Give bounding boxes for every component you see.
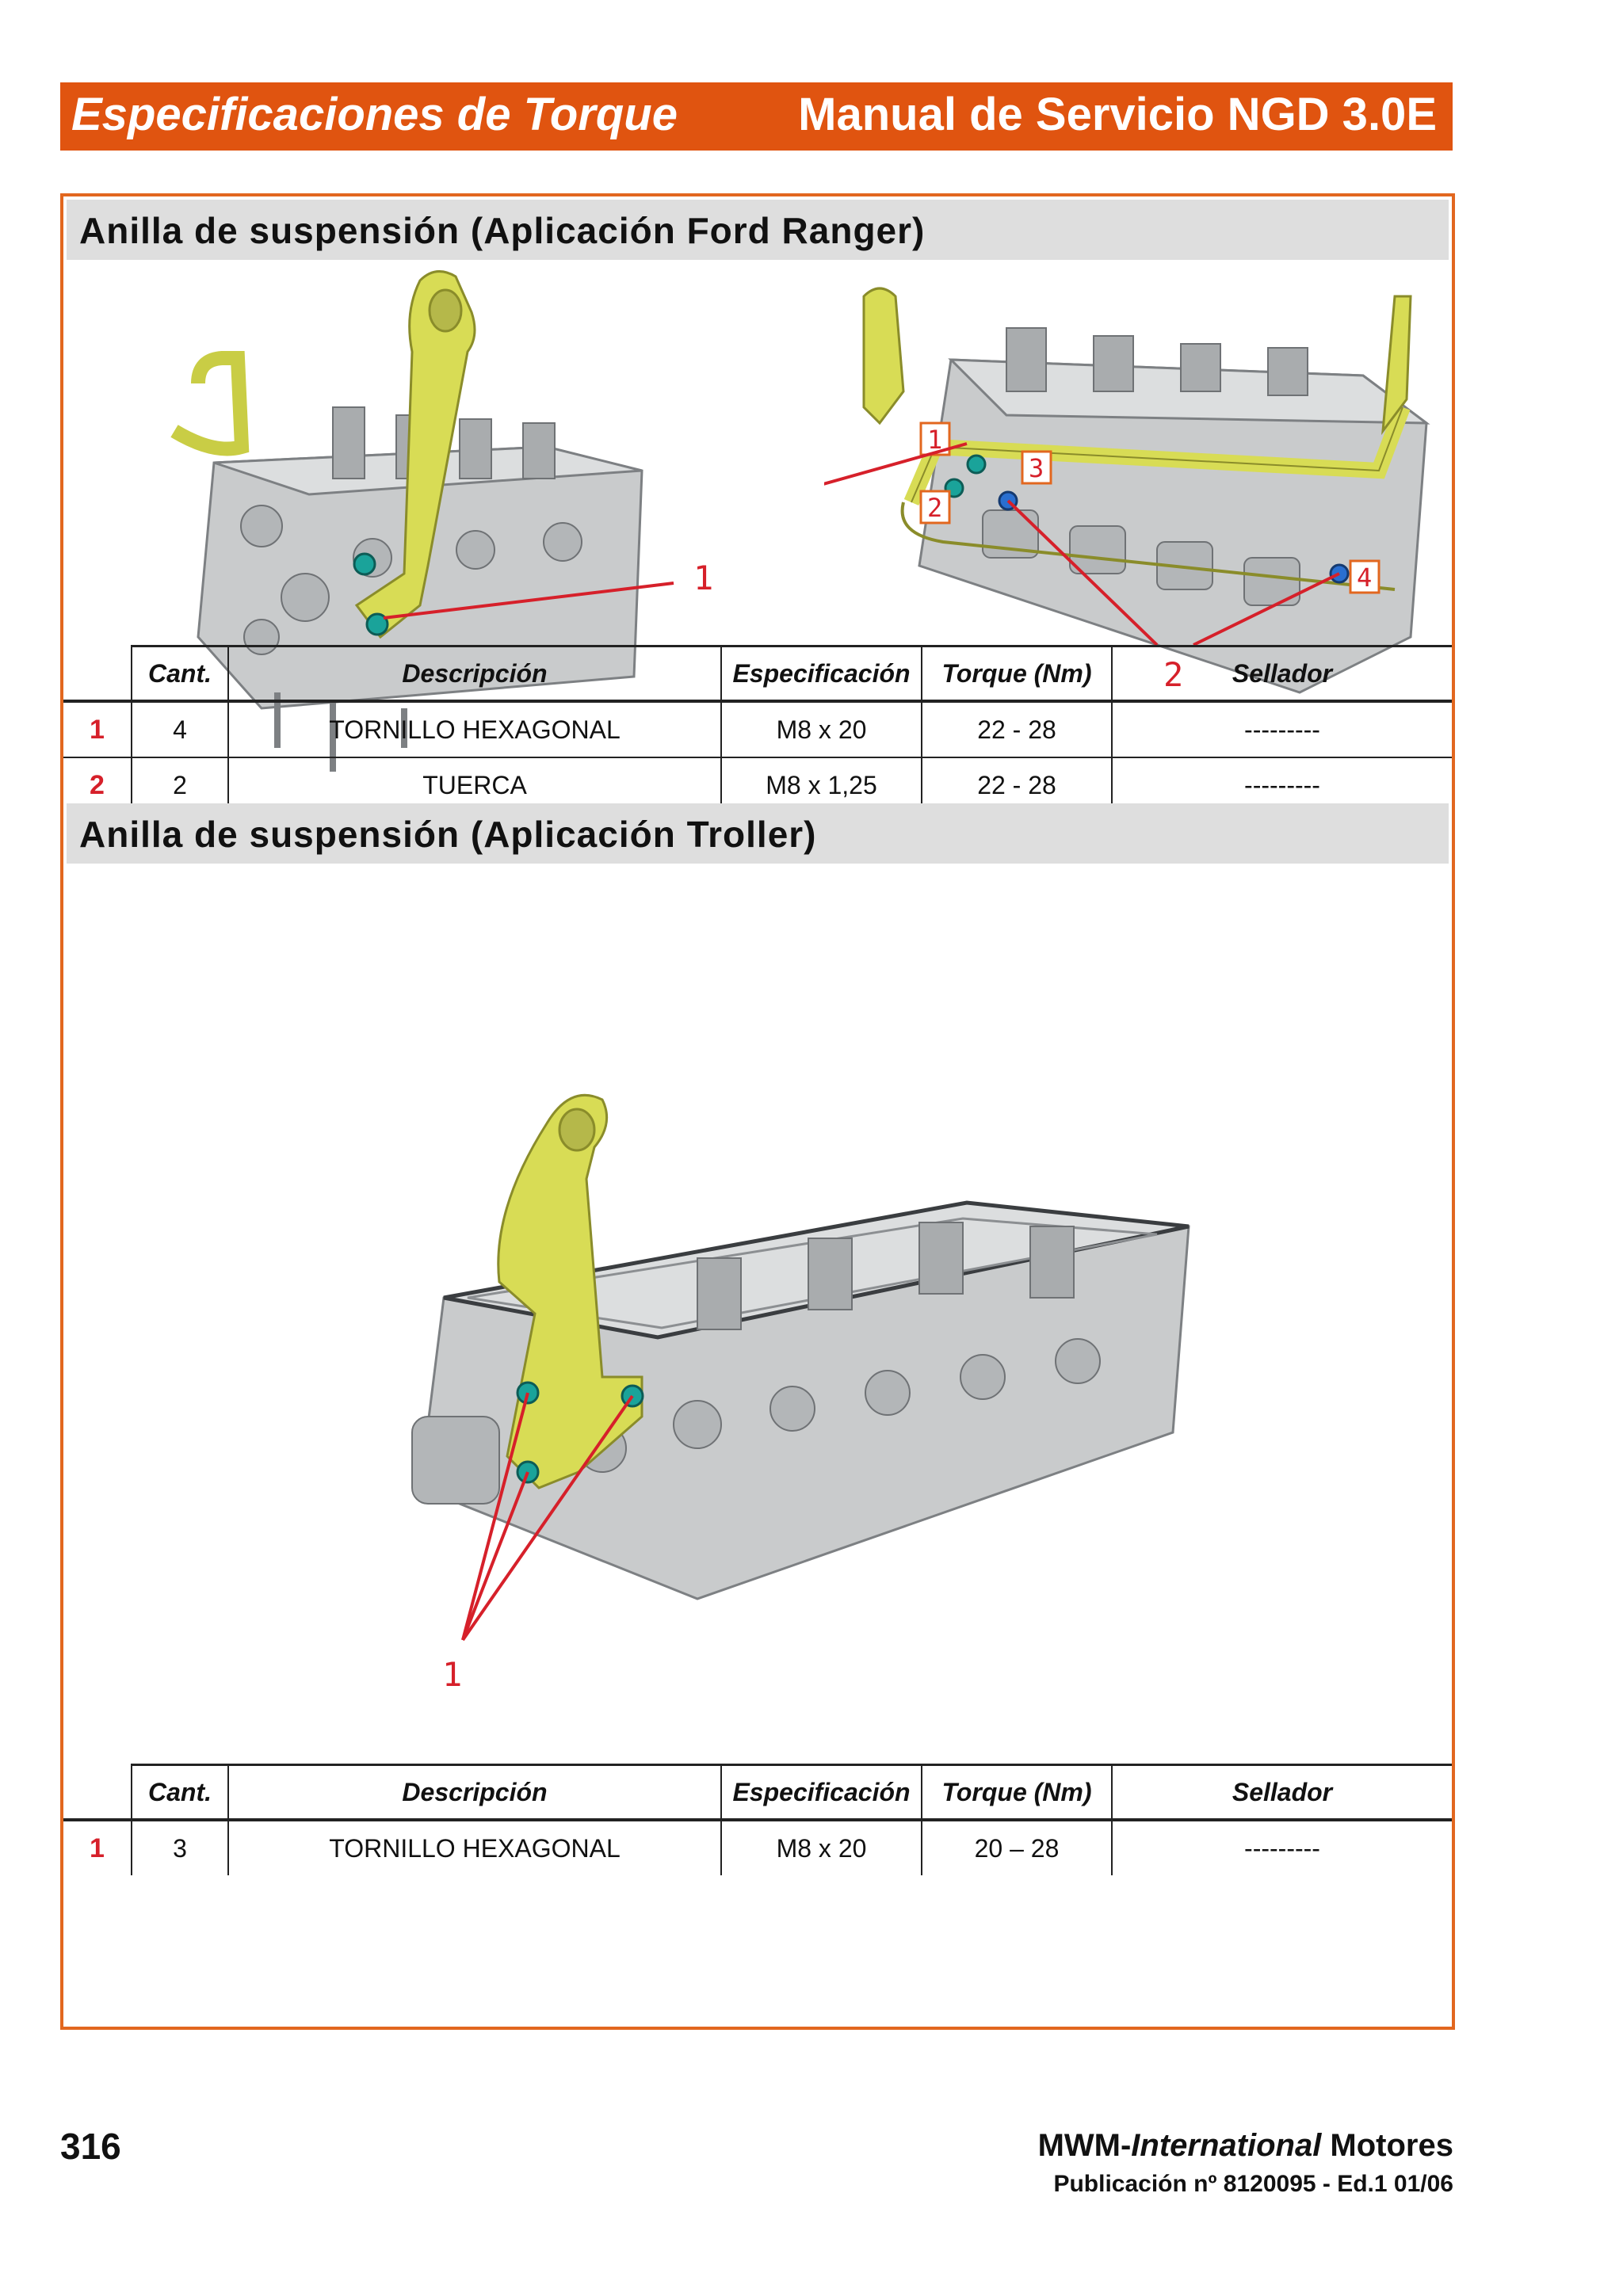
row-index: 2: [63, 757, 132, 812]
torque-header: Torque (Nm): [921, 1764, 1113, 1821]
torque-header: Torque (Nm): [921, 645, 1113, 703]
spec-cell: M8 x 1,25: [720, 757, 922, 812]
qty-cell: 3: [131, 1820, 229, 1875]
footer-brand: MWM-International Motores: [1037, 2128, 1453, 2163]
qty-header: Cant.: [131, 645, 229, 703]
cylinder-head-illustration: [862, 287, 1430, 694]
row-index: 1: [63, 701, 132, 758]
ranger-engine-figure-left: 1: [170, 270, 713, 772]
sealer-header: Sellador: [1111, 1764, 1452, 1821]
bolt-icon: [365, 612, 389, 636]
row-index: 1: [63, 1820, 132, 1875]
table-header-row: Cant. Descripción Especificación Torque …: [63, 1764, 1452, 1821]
bolt-icon: [966, 454, 987, 475]
sealer-cell: ---------: [1111, 1820, 1452, 1875]
callout-label-2: 2: [927, 493, 942, 523]
manual-title: Manual de Servicio NGD 3.0E: [798, 89, 1437, 140]
cylinder-head-illustration: [411, 1200, 1190, 1600]
callout-line: [824, 442, 968, 486]
table-row: 1 4 TORNILLO HEXAGONAL M8 x 20 22 - 28 -…: [63, 701, 1452, 758]
bolt-icon: [353, 552, 376, 576]
spec-cell: M8 x 20: [720, 1820, 922, 1875]
callout-line: [1193, 572, 1340, 646]
troller-engine-figure: 1: [411, 1093, 1190, 1694]
table-row: 1 3 TORNILLO HEXAGONAL M8 x 20 20 – 28 -…: [63, 1820, 1452, 1875]
ranger-spec-table: Cant. Descripción Especificación Torque …: [63, 645, 1452, 812]
desc-cell: TUERCA: [227, 757, 722, 812]
table-header-row: Cant. Descripción Especificación Torque …: [63, 645, 1452, 703]
callout-line: [461, 1394, 634, 1642]
desc-cell: TORNILLO HEXAGONAL: [227, 701, 722, 758]
sealer-cell: ---------: [1111, 701, 1452, 758]
suspension-ring-bracket: [354, 270, 476, 639]
spec-cell: M8 x 20: [720, 701, 922, 758]
index-header: [63, 1764, 132, 1821]
ranger-section-title: Anilla de suspensión (Aplicación Ford Ra…: [67, 200, 1449, 260]
torque-cell: 20 – 28: [921, 1820, 1113, 1875]
torque-cell: 22 - 28: [921, 757, 1113, 812]
spec-header: Especificación: [720, 645, 922, 703]
callout-line: [1006, 499, 1159, 646]
page-number: 316: [60, 2126, 121, 2167]
troller-section-title: Anilla de suspensión (Aplicación Troller…: [67, 803, 1449, 864]
torque-cell: 22 - 28: [921, 701, 1113, 758]
table-row: 2 2 TUERCA M8 x 1,25 22 - 28 ---------: [63, 757, 1452, 812]
callout-label-4: 4: [1357, 563, 1372, 593]
sealer-cell: ---------: [1111, 757, 1452, 812]
troller-spec-table: Cant. Descripción Especificación Torque …: [63, 1764, 1452, 1875]
callout-label-1: 1: [927, 425, 942, 455]
callout-label-3: 3: [1029, 453, 1044, 483]
spec-header: Especificación: [720, 1764, 922, 1821]
content-frame: Anilla de suspensión (Aplicación Ford Ra…: [60, 193, 1455, 2030]
desc-header: Descripción: [227, 645, 722, 703]
publication-info: Publicación nº 8120095 - Ed.1 01/06: [1053, 2171, 1453, 2197]
index-header: [63, 646, 132, 703]
callout-label-1: 1: [442, 1655, 462, 1694]
ranger-engine-figure-right: 1 2 3 4 2: [824, 287, 1430, 694]
desc-cell: TORNILLO HEXAGONAL: [227, 1820, 722, 1875]
page-header: Especificaciones de Torque Manual de Ser…: [60, 82, 1453, 151]
callout-line: [461, 1392, 529, 1641]
qty-cell: 2: [131, 757, 229, 812]
sealer-header: Sellador: [1111, 645, 1452, 703]
callout-line: [383, 582, 674, 620]
desc-header: Descripción: [227, 1764, 722, 1821]
qty-header: Cant.: [131, 1764, 229, 1821]
qty-cell: 4: [131, 701, 229, 758]
callout-line: [461, 1471, 529, 1641]
callout-label-1: 1: [693, 559, 713, 597]
section-heading: Especificaciones de Torque: [71, 89, 678, 140]
